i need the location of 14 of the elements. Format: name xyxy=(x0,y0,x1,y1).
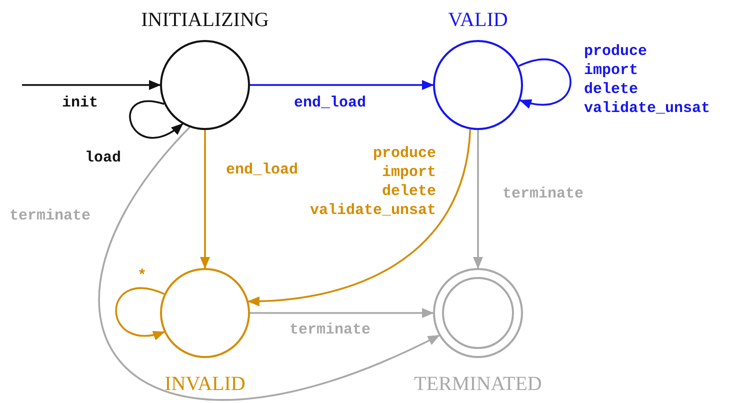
arrow xyxy=(129,100,184,138)
arrow xyxy=(250,80,434,90)
arrow xyxy=(250,308,434,318)
state-name: INITIALIZING xyxy=(141,8,269,33)
arrow xyxy=(115,287,166,340)
arrow xyxy=(200,130,210,269)
state-name: TERMINATED xyxy=(414,372,542,397)
arrow xyxy=(518,58,572,108)
state-name: VALID xyxy=(448,8,508,33)
arrow xyxy=(247,129,472,306)
state-name: INVALID xyxy=(164,372,246,397)
arrow xyxy=(22,80,161,90)
arrow xyxy=(98,126,440,400)
arrow xyxy=(473,130,483,269)
